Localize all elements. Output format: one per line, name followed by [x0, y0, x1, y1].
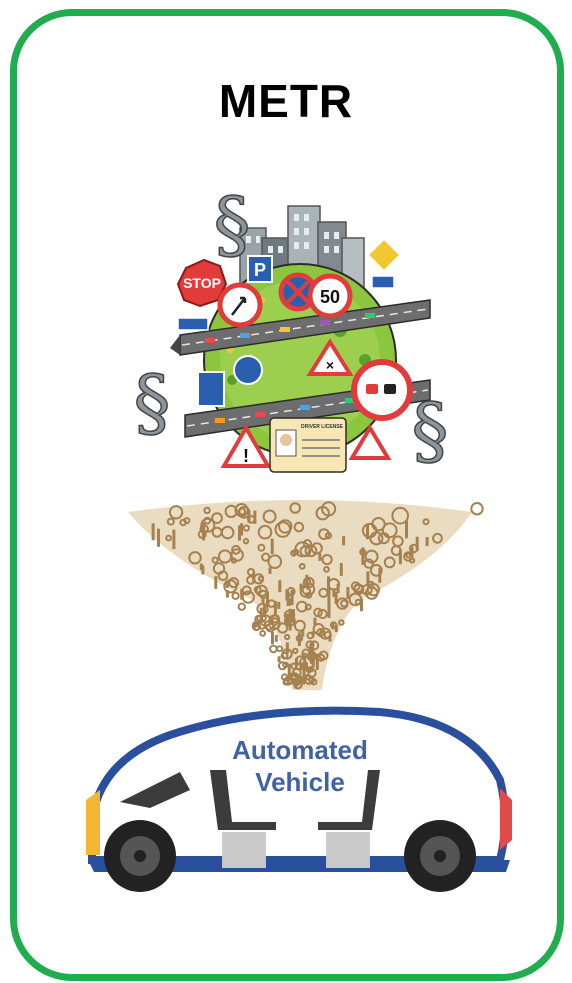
- car-label: Automated Vehicle: [200, 734, 400, 798]
- svg-text:!: !: [243, 446, 249, 466]
- stop-sign: STOP: [176, 258, 228, 308]
- section-symbol-icon: §: [412, 388, 449, 474]
- priority-road-sign: [364, 235, 404, 275]
- speed-limit-sign: 50: [307, 273, 353, 319]
- seats: [210, 770, 380, 868]
- section-symbols: § § §: [133, 181, 450, 475]
- data-funnel: [128, 500, 484, 690]
- svg-text:×: ×: [326, 357, 334, 373]
- traffic-rules-cluster: STOP P 50 ×: [133, 181, 450, 475]
- stop-sign-label: STOP: [183, 275, 221, 291]
- automated-vehicle: [86, 706, 512, 892]
- no-turn-sign: [217, 282, 263, 328]
- parking-sign-label: P: [254, 260, 266, 280]
- license-label: DRIVER LICENSE: [301, 424, 344, 430]
- section-symbol-icon: §: [134, 360, 171, 446]
- rear-wheel: [404, 820, 476, 892]
- parking-sign: P: [247, 255, 273, 283]
- section-symbol-icon: §: [214, 182, 251, 268]
- speed-limit-label: 50: [320, 287, 340, 307]
- dashboard: [120, 772, 190, 808]
- danger-sign: !: [220, 424, 272, 468]
- car-label-line2: Vehicle: [255, 767, 345, 797]
- page-title: METR: [218, 75, 354, 127]
- driver-license-card: DRIVER LICENSE: [269, 417, 347, 473]
- junction-sign: [348, 424, 392, 460]
- direction-signs: [177, 275, 395, 407]
- front-wheel: [104, 820, 176, 892]
- no-overtaking-sign: [351, 359, 413, 421]
- car-label-line1: Automated: [232, 735, 368, 765]
- warning-sign: ×: [306, 338, 354, 376]
